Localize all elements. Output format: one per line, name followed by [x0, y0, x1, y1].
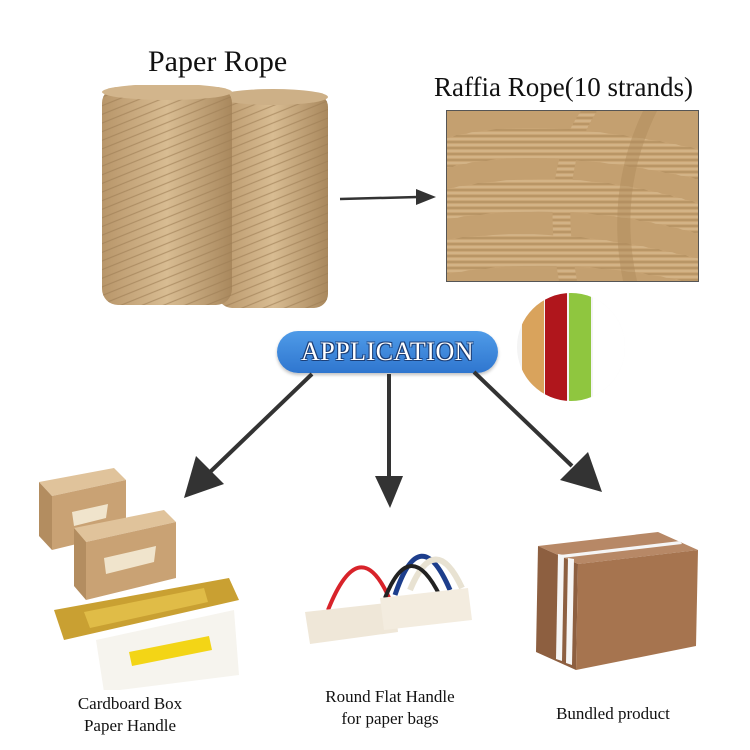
caption-line: Paper Handle	[83, 716, 177, 735]
bundled-product-caption: Bundled product	[528, 703, 698, 725]
arrow-down-right-icon	[468, 368, 608, 498]
arrow-down-icon	[372, 372, 408, 512]
bundled-product-image	[530, 528, 705, 678]
paper-rope-title: Paper Rope	[148, 45, 288, 78]
round-flat-handle-caption: Round Flat Handle for paper bags	[300, 686, 480, 730]
arrow-right-icon	[338, 186, 438, 210]
caption-line: Round Flat Handle	[325, 687, 455, 706]
arrow-down-left-icon	[180, 370, 320, 505]
caption-line: Cardboard Box	[77, 694, 183, 713]
application-badge: APPLICATION	[277, 331, 498, 373]
round-flat-handle-image	[300, 540, 475, 650]
cardboard-box-handle-image	[34, 460, 249, 690]
caption-line: Bundled product	[556, 704, 670, 723]
color-samples-image	[517, 293, 625, 401]
raffia-rope-title: Raffia Rope(10 strands)	[434, 72, 693, 102]
application-label: APPLICATION	[300, 337, 475, 366]
paper-rope-spools-image	[100, 85, 330, 315]
raffia-rope-image	[446, 110, 699, 282]
cardboard-box-caption: Cardboard Box Paper Handle	[40, 693, 220, 737]
caption-line: for paper bags	[341, 709, 439, 728]
